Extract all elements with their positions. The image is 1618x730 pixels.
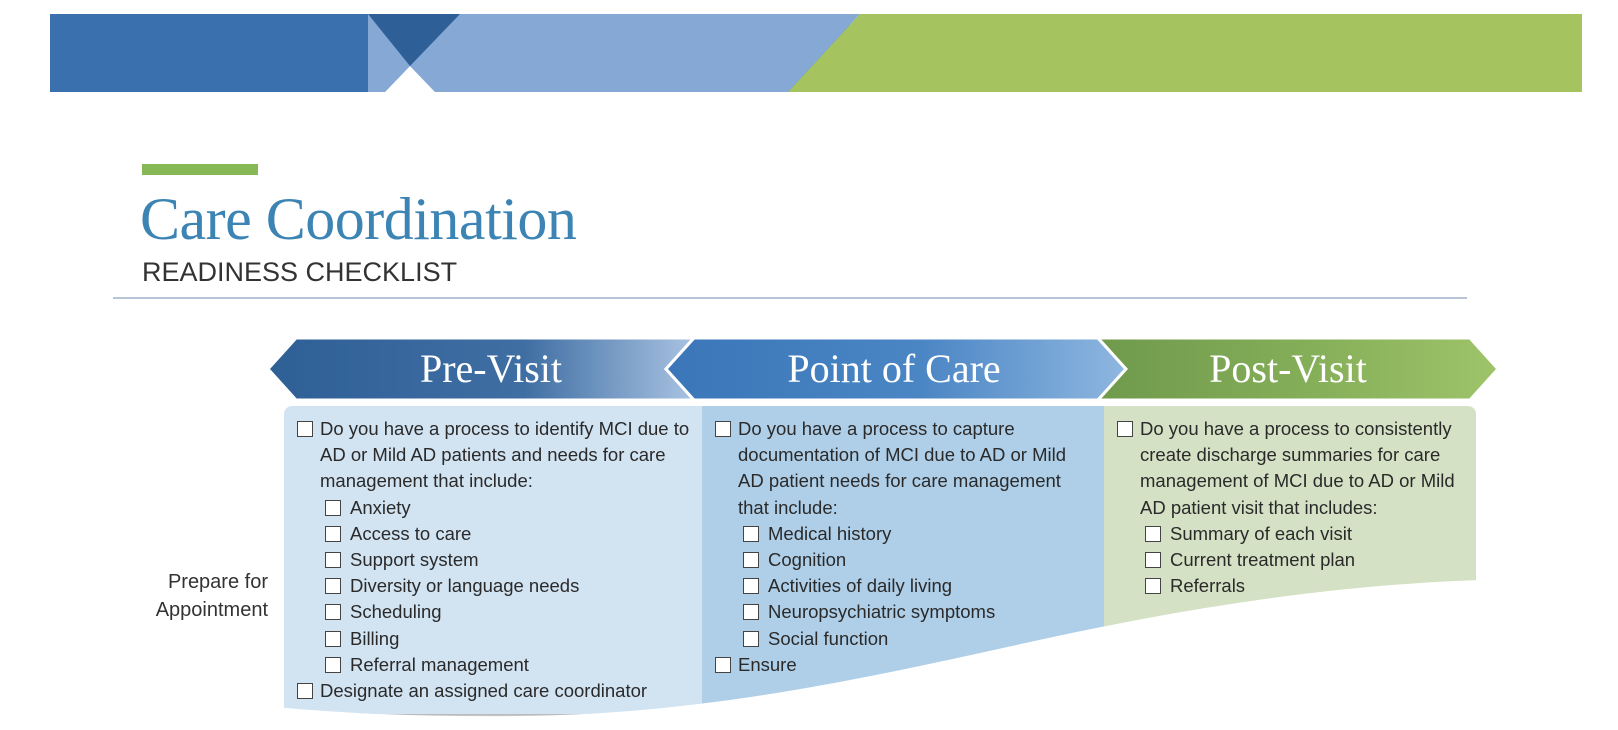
checkbox[interactable] bbox=[715, 421, 731, 437]
checklist-subitem-text: Diversity or language needs bbox=[350, 575, 580, 597]
checkbox[interactable] bbox=[297, 421, 313, 437]
phase-banner bbox=[266, 338, 1500, 400]
checkbox[interactable] bbox=[297, 683, 313, 699]
checkbox[interactable] bbox=[743, 631, 759, 647]
checkbox[interactable] bbox=[743, 578, 759, 594]
checkbox[interactable] bbox=[325, 604, 341, 620]
checklist-subitem-text: Current treatment plan bbox=[1170, 549, 1356, 571]
checklist-subitem-text: Social function bbox=[768, 627, 889, 649]
checklist-item-text: Do you have a process to capture documen… bbox=[738, 418, 1067, 518]
checkbox[interactable] bbox=[743, 552, 759, 568]
title-accent-bar bbox=[142, 164, 258, 175]
checkbox[interactable] bbox=[325, 657, 341, 673]
checklist-item-text: Do you have a process to identify MCI du… bbox=[320, 418, 690, 492]
checkbox[interactable] bbox=[1145, 552, 1161, 568]
checkbox[interactable] bbox=[325, 631, 341, 647]
phase-label-previsit: Pre-Visit bbox=[419, 346, 563, 391]
checkbox[interactable] bbox=[715, 657, 731, 673]
checklist-item: Do you have a process to consistently cr… bbox=[1114, 416, 1466, 521]
checklist-subitem-text: Access to care bbox=[350, 522, 472, 544]
checklist-subitem-text: Support system bbox=[350, 549, 479, 571]
title-divider bbox=[113, 297, 1467, 299]
checklist-subitem-text: Referrals bbox=[1170, 575, 1246, 597]
checklist-subitem-text: Referral management bbox=[350, 653, 529, 675]
header-color-band bbox=[50, 14, 1582, 92]
checklist-subitem-text: Neuropsychiatric symptoms bbox=[768, 601, 996, 623]
postvisit-column: Do you have a process to consistently cr… bbox=[1104, 406, 1476, 714]
checklist-subitem: Billing bbox=[294, 626, 692, 652]
checklist-subitem-text: Billing bbox=[350, 627, 400, 649]
checkbox[interactable] bbox=[325, 578, 341, 594]
checkbox[interactable] bbox=[1117, 421, 1133, 437]
phase-label-postvisit: Post-Visit bbox=[1209, 346, 1367, 391]
checklist-subitem: Referrals bbox=[1114, 573, 1466, 599]
checklist-subitem: Social function bbox=[712, 626, 1094, 652]
checkbox[interactable] bbox=[743, 526, 759, 542]
checkbox[interactable] bbox=[743, 604, 759, 620]
checklist-subitem: Activities of daily living bbox=[712, 573, 1094, 599]
checklist-subitem: Diversity or language needs bbox=[294, 573, 692, 599]
checklist-subitem-text: Cognition bbox=[768, 549, 847, 571]
checklist-subitem: Support system bbox=[294, 547, 692, 573]
checkbox[interactable] bbox=[1145, 578, 1161, 594]
checklist-subitem: Referral management bbox=[294, 652, 692, 678]
previsit-column: Do you have a process to identify MCI du… bbox=[284, 406, 702, 714]
checklist-subitem: Medical history bbox=[712, 521, 1094, 547]
checklist-item: Do you have a process to identify MCI du… bbox=[294, 416, 692, 495]
header-band-notch bbox=[385, 66, 435, 92]
checklist-subitem: Cognition bbox=[712, 547, 1094, 573]
checklist-subitem-text: Anxiety bbox=[350, 496, 411, 518]
checkbox[interactable] bbox=[325, 526, 341, 542]
checklist-item-text: Designate an assigned care coordinator bbox=[320, 680, 648, 702]
checklist-subitem: Scheduling bbox=[294, 599, 692, 625]
checklist-subitem-text: Scheduling bbox=[350, 601, 442, 623]
row-label-prepare-for-appointment: Prepare for Appointment bbox=[155, 571, 268, 621]
checkbox[interactable] bbox=[325, 552, 341, 568]
pointofcare-column: Do you have a process to capture documen… bbox=[702, 406, 1104, 714]
document-subtitle: READINESS CHECKLIST bbox=[142, 257, 458, 287]
phase-label-pointofcare: Point of Care bbox=[787, 346, 1001, 391]
header-band-overlap bbox=[368, 14, 460, 66]
previsit-banner-shape bbox=[268, 338, 694, 400]
checkbox[interactable] bbox=[325, 500, 341, 516]
checklist-subitem: Summary of each visit bbox=[1114, 521, 1466, 547]
checklist-page: Care Coordination READINESS CHECKLIST bbox=[50, 14, 1582, 714]
checklist-subitem: Access to care bbox=[294, 521, 692, 547]
checkbox[interactable] bbox=[1145, 526, 1161, 542]
pointofcare-banner-shape bbox=[666, 338, 1126, 400]
checklist-subitem: Anxiety bbox=[294, 495, 692, 521]
document-title: Care Coordination bbox=[140, 186, 577, 252]
checklist-subitem-text: Summary of each visit bbox=[1170, 522, 1352, 544]
checklist-subitem-text: Medical history bbox=[768, 522, 892, 544]
checklist-item: Ensure bbox=[712, 652, 1094, 678]
checklist-item-text: Ensure bbox=[738, 653, 797, 675]
checklist-item: Designate an assigned care coordinator bbox=[294, 678, 692, 704]
postvisit-banner-shape bbox=[1098, 338, 1498, 400]
header-band-light-blue bbox=[368, 14, 860, 92]
checklist-subitem: Neuropsychiatric symptoms bbox=[712, 599, 1094, 625]
checklist-item: Do you have a process to capture documen… bbox=[712, 416, 1094, 521]
header-band-green bbox=[788, 14, 1582, 92]
checklist-item-text: Do you have a process to consistently cr… bbox=[1140, 418, 1455, 518]
checklist-subitem-text: Activities of daily living bbox=[768, 575, 953, 597]
checklist-subitem: Current treatment plan bbox=[1114, 547, 1466, 573]
